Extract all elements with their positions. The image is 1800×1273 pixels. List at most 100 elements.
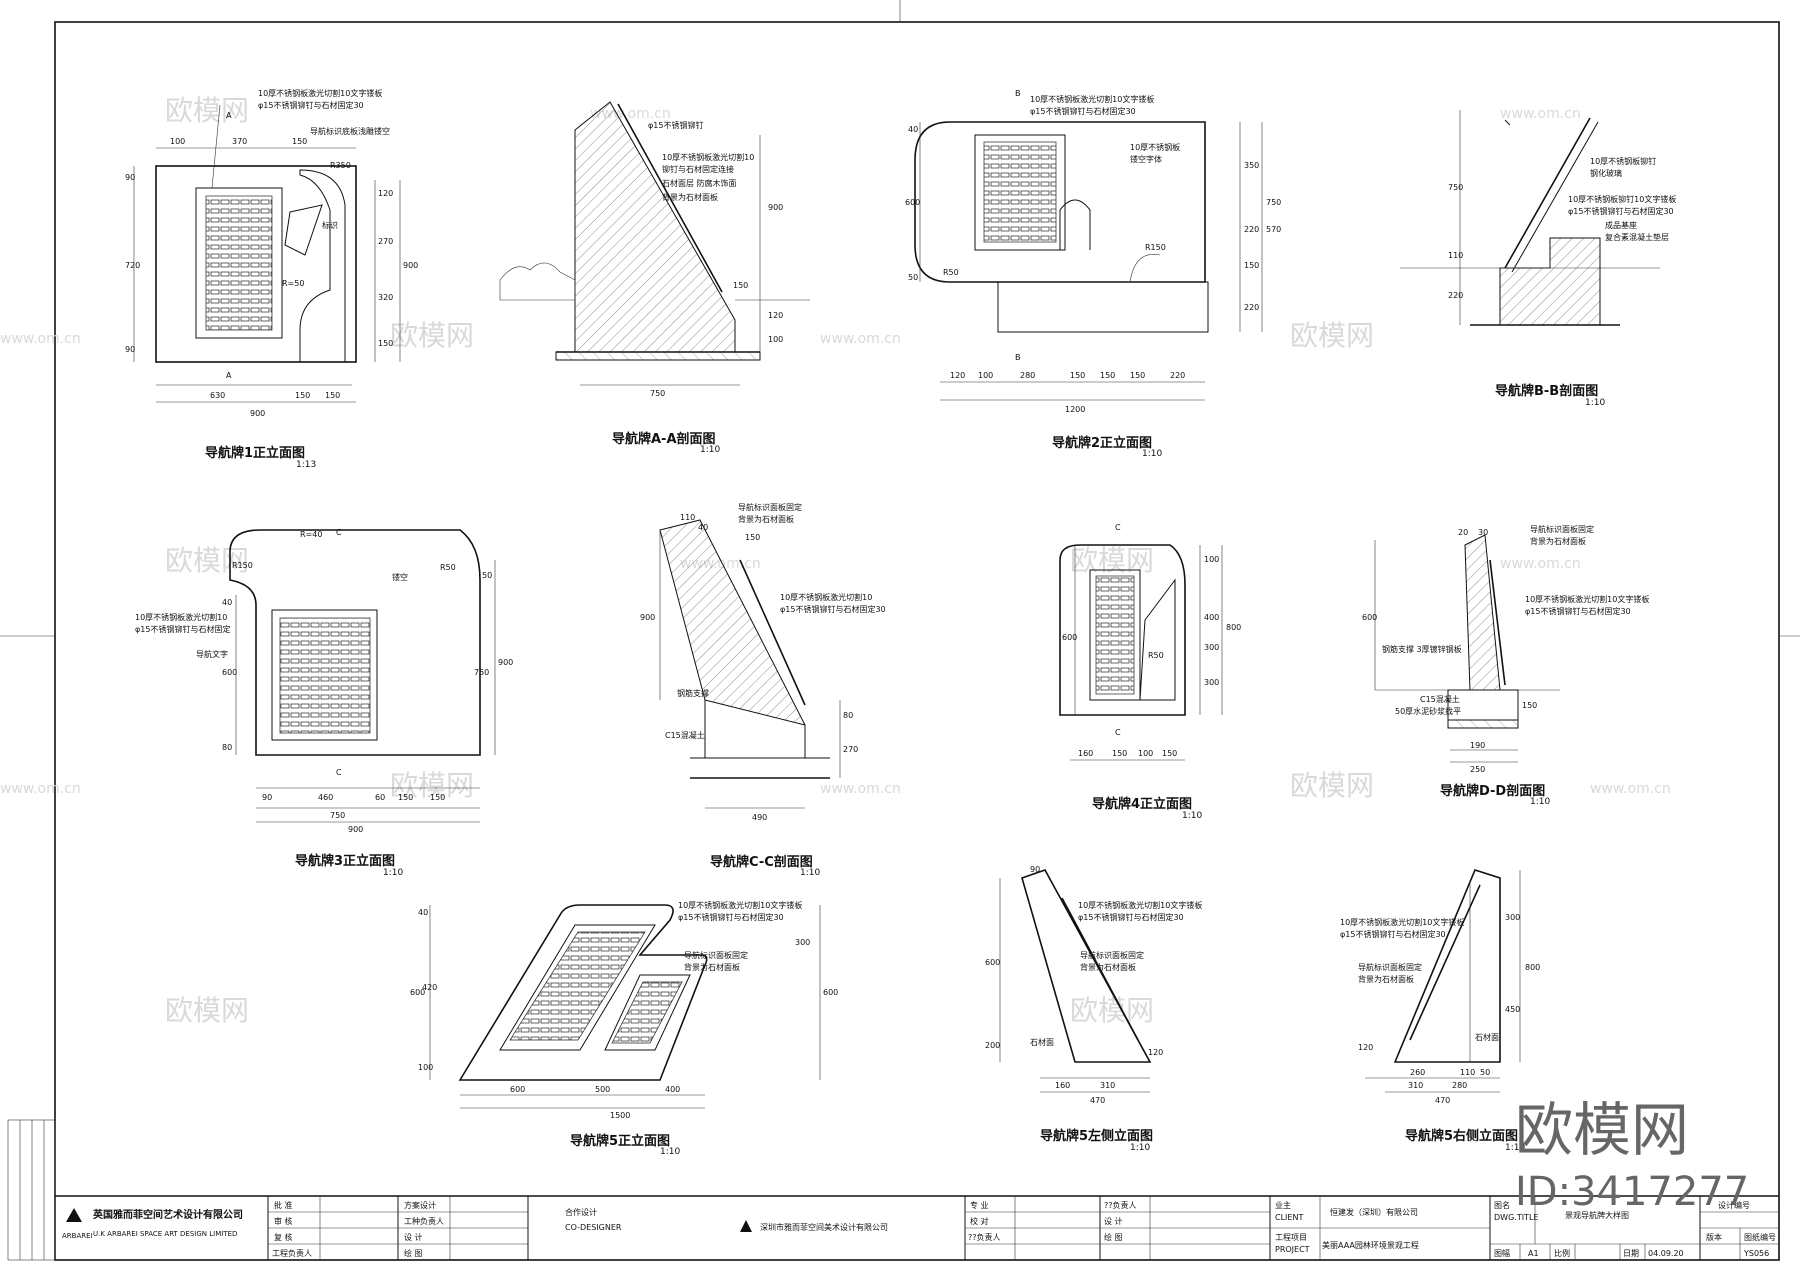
dim: 300 (1204, 678, 1219, 687)
sheet-no-label: 图纸编号 (1744, 1232, 1776, 1242)
drawing-scale: 1:10 (1585, 398, 1605, 408)
drawing-title: 导航牌B-B剖面图 (1495, 383, 1598, 399)
dim: 90 (1030, 865, 1040, 874)
note: 导航标识面板固定 (1080, 950, 1144, 960)
note: 导航标识底板浅雕镂空 (310, 126, 390, 136)
dim: R50 (440, 563, 456, 572)
note: 镂空 (392, 572, 408, 582)
dim: 900 (250, 409, 265, 418)
watermark: 欧模网 (390, 319, 474, 352)
brand-name: 欧模网 (1515, 1096, 1689, 1164)
drawing-scale: 1:10 (800, 868, 820, 878)
role-label: 工种负责人 (404, 1216, 444, 1226)
note: 10厚不锈钢板激光切割10文字镂板 (258, 88, 382, 98)
project-name: 美丽AAA园林环境景观工程 (1322, 1240, 1419, 1250)
dim: 370 (232, 137, 247, 146)
dim: 400 (1204, 613, 1219, 622)
watermark-url: www.om.cn (1500, 556, 1581, 572)
watermark-url: www.om.cn (0, 781, 81, 797)
dim: 150 (292, 137, 307, 146)
dim: 100 (1204, 555, 1219, 564)
dim: 600 (510, 1085, 525, 1094)
note: 10厚不锈钢板激光切割10文字镂板 (1030, 94, 1154, 104)
dim: 110 (1448, 251, 1463, 260)
section-mark: B (1015, 89, 1021, 98)
note: 导航标识面板固定 (1358, 962, 1422, 972)
dim: 750 (474, 668, 489, 677)
drawing-scale: 1:10 (1505, 1143, 1525, 1153)
dim: 80 (843, 711, 853, 720)
dim: 310 (1100, 1081, 1115, 1090)
dim: 470 (1090, 1096, 1105, 1105)
role-label: 绘 图 (404, 1248, 423, 1258)
dim: 1500 (610, 1111, 630, 1120)
dim: 220 (1448, 291, 1463, 300)
role-label: 设 计 (1104, 1216, 1123, 1226)
dim: 600 (1362, 613, 1377, 622)
dim: 400 (665, 1085, 680, 1094)
role-label: 复 核 (274, 1232, 293, 1242)
note: 导航文字 (196, 649, 228, 659)
role-label: 专 业 (970, 1200, 989, 1210)
dim: 450 (1505, 1005, 1520, 1014)
dim: 150 (1522, 701, 1537, 710)
dim: 600 (823, 988, 838, 997)
note: 10厚不锈钢板激光切割10 (780, 592, 872, 602)
dim: 120 (378, 189, 393, 198)
dim: 220 (1170, 371, 1185, 380)
drawing-title: 导航牌5右侧立面图 (1405, 1128, 1518, 1144)
drawing-scale: 1:10 (1182, 811, 1202, 821)
note: φ15不锈钢铆钉与石材固定30 (258, 100, 364, 110)
note: φ15不锈钢铆钉与石材固定30 (1030, 106, 1136, 116)
dim: 460 (318, 793, 333, 802)
dim: 150 (325, 391, 340, 400)
note: 标识 (322, 220, 338, 230)
version-label: 版本 (1706, 1232, 1722, 1242)
dim: 50 (908, 273, 918, 282)
drawing-scale: 1:10 (1530, 797, 1550, 807)
watermark: 欧模网 (1070, 544, 1154, 577)
drawing-title: 导航牌D-D剖面图 (1440, 783, 1545, 799)
firm-logo-icon (66, 1208, 82, 1222)
section-mark: C (336, 768, 342, 777)
drawing-sign1-section-aa: 900 150 120 100 750 φ15不锈钢铆钉 10厚不锈钢板激光切割… (499, 101, 810, 455)
role-label: 审 核 (274, 1216, 293, 1226)
dim: 260 (1410, 1068, 1425, 1077)
drawing-scale: 1:10 (660, 1147, 680, 1157)
client-label-en: CLIENT (1275, 1213, 1303, 1222)
note: 镂空字体 (1130, 154, 1162, 164)
note: φ15不锈钢铆钉与石材固定30 (1525, 606, 1631, 616)
note: φ15不锈钢铆钉与石材固定30 (780, 604, 886, 614)
note: 导航标识面板固定 (738, 502, 802, 512)
dim: 110 (1460, 1068, 1475, 1077)
drawing-no-label: 设计编号 (1718, 1200, 1750, 1210)
role-label: 方案设计 (404, 1200, 436, 1210)
sheet-no-value: YS056 (1743, 1249, 1769, 1258)
note: 背景为石材面板 (1358, 974, 1414, 984)
drawing-title-value: 景观导航牌大样图 (1565, 1210, 1629, 1220)
date-label: 日期 (1623, 1249, 1639, 1258)
watermark-url: www.om.cn (0, 331, 81, 347)
dim: 750 (1266, 198, 1281, 207)
firm2-name: 深圳市雅而菲空间美术设计有限公司 (760, 1222, 888, 1232)
dim: 90 (125, 345, 135, 354)
drawing-sign3-front-elevation: R=40 R150 R50 50 40 600 80 900 750 90 46… (135, 528, 513, 878)
note: 铆钉与石材固定连接 (662, 164, 734, 174)
note: 复合素混凝土垫层 (1605, 232, 1669, 242)
title-block: ARBAREI 英国雅而菲空间艺术设计有限公司 U.K ARBAREI SPAC… (55, 1195, 1779, 1260)
dim: 500 (595, 1085, 610, 1094)
dim: 900 (403, 261, 418, 270)
dim: 150 (430, 793, 445, 802)
dim: 120 (950, 371, 965, 380)
dim: 800 (1525, 963, 1540, 972)
dim: 220 (1244, 303, 1259, 312)
note: 钢化玻璃 (1590, 168, 1622, 178)
drawing-sign3-section-cc: 110 40 150 900 80 270 490 导航标识面板固定 背景为石材… (640, 502, 886, 878)
note: 10厚不锈钢板激光切割10文字镂板 (1078, 900, 1202, 910)
role-label: 批 准 (274, 1200, 293, 1210)
dim: 490 (752, 813, 767, 822)
drawing-title: 导航牌3正立面图 (295, 853, 395, 869)
firm-name-cn: 英国雅而菲空间艺术设计有限公司 (92, 1208, 243, 1221)
note: 背景为石材面板 (1080, 962, 1136, 972)
note: 10厚不锈钢板铆钉10文字镂板 (1568, 194, 1676, 204)
